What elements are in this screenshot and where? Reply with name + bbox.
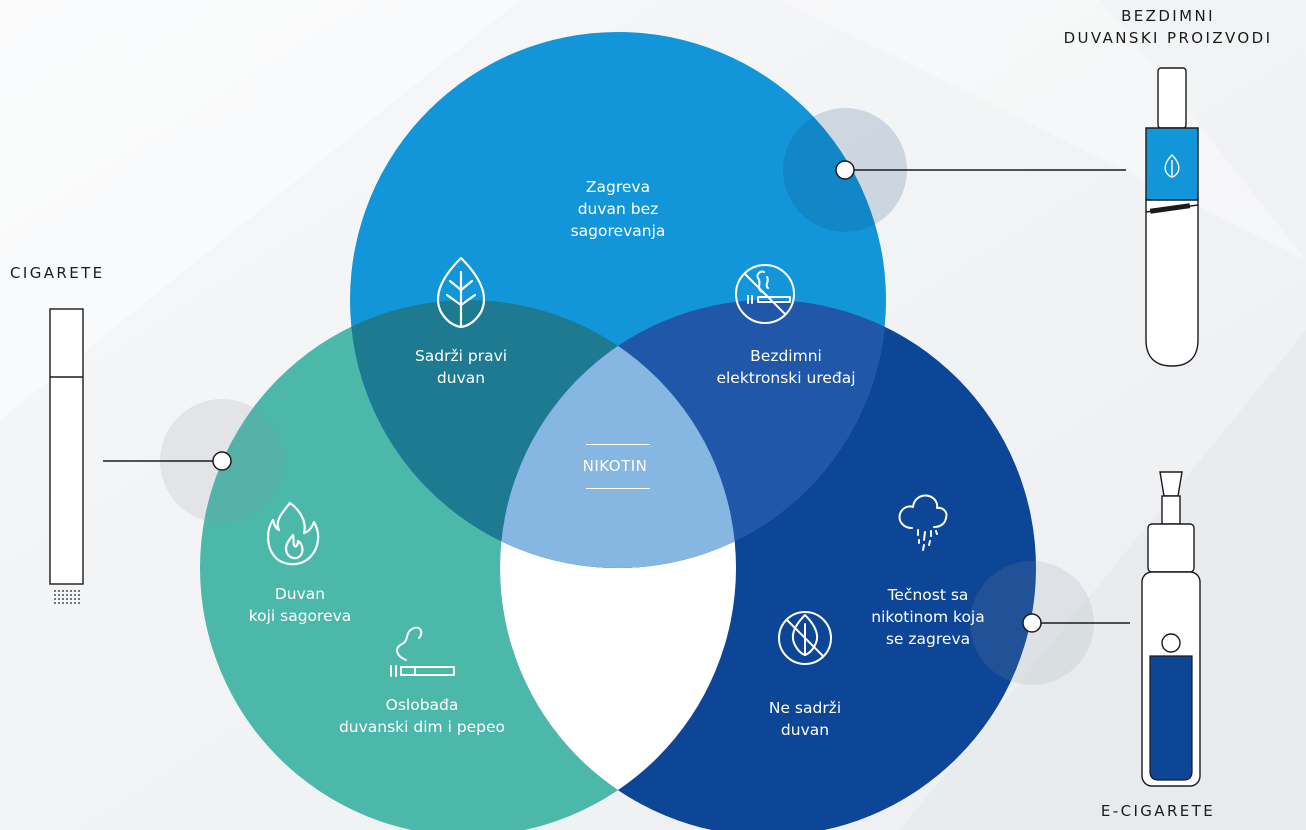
label-heats-without-burning: Zagreva duvan bez sagorevanja bbox=[570, 178, 666, 240]
label-heated-nicotine-liquid: Tečnost sa nikotinom koja se zagreva bbox=[871, 586, 985, 648]
cigarette-smoke-icon bbox=[390, 626, 455, 677]
cigarette-illustration bbox=[49, 308, 84, 604]
connector-dot-ecig bbox=[1022, 613, 1042, 633]
connector-dot-cigarettes bbox=[212, 451, 232, 471]
no-smoking-icon bbox=[735, 264, 795, 324]
label-contains-real-tobacco: Sadrži pravi duvan bbox=[414, 347, 508, 387]
label-nicotine: NIKOTIN bbox=[582, 457, 648, 475]
cigarette-ash-dots bbox=[54, 590, 80, 604]
label-contains-no-tobacco: Ne sadrži duvan bbox=[768, 699, 842, 739]
overlap-center bbox=[500, 300, 736, 568]
category-e-cigarettes: E-CIGARETE bbox=[1100, 802, 1216, 820]
label-releases-smoke-and-ash: Oslobađa duvanski dim i pepeo bbox=[338, 696, 506, 736]
flame-icon bbox=[267, 501, 320, 566]
category-cigarettes: CIGARETE bbox=[10, 264, 105, 282]
label-burning-tobacco: Duvan koji sagoreva bbox=[248, 585, 352, 625]
heated-tobacco-device-illustration bbox=[1145, 67, 1199, 367]
vapor-cloud-icon bbox=[898, 494, 948, 551]
label-smokeless-electronic-device: Bezdimni elektronski uređaj bbox=[716, 347, 856, 387]
category-heated-tobacco: BEZDIMNI DUVANSKI PROIZVODI bbox=[1063, 7, 1273, 47]
e-cigarette-illustration bbox=[1141, 471, 1201, 787]
no-leaf-icon bbox=[778, 611, 832, 665]
nicotine-rule-bottom bbox=[586, 488, 650, 489]
connector-dot-heated bbox=[835, 160, 855, 180]
device-leaf-icon bbox=[1164, 154, 1180, 178]
leaf-icon bbox=[436, 256, 486, 329]
nicotine-rule-top bbox=[586, 444, 650, 445]
